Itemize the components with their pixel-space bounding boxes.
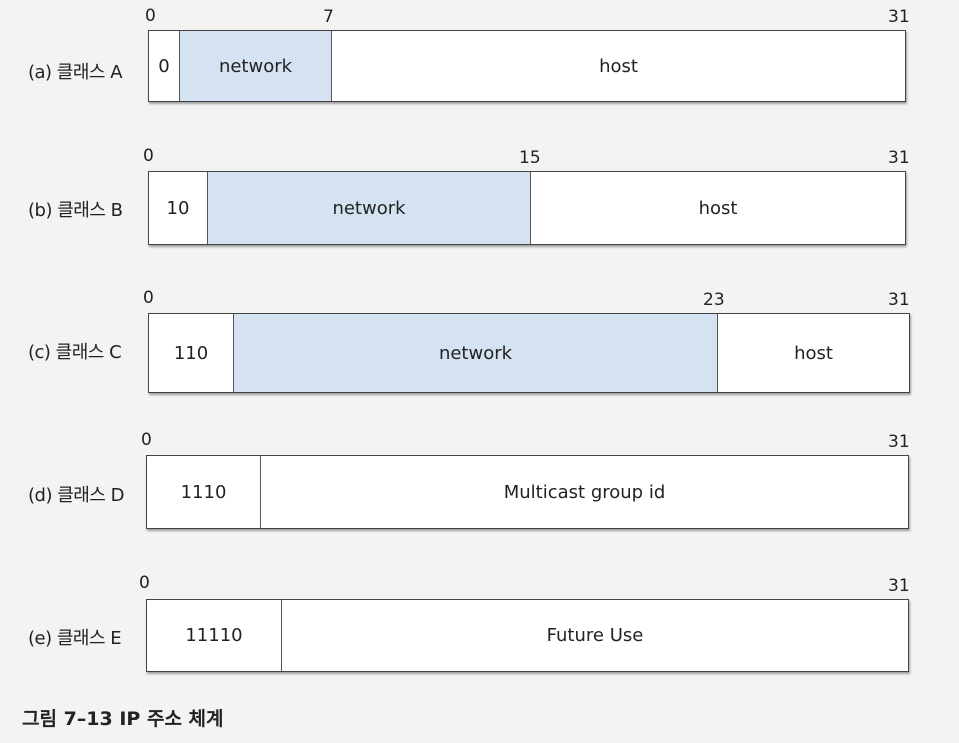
prefix-b: 10 (166, 197, 190, 219)
class-d-field: 1110 Multicast group id (146, 455, 909, 529)
bit-mid-a: 7 (323, 7, 334, 27)
prefix-d: 1110 (180, 481, 227, 503)
class-b-field: 10 network host (148, 171, 906, 245)
row-label-class-b: (b) 클래스 B (28, 200, 123, 221)
bit-end-e: 31 (888, 576, 910, 596)
bit-mid-b: 15 (519, 148, 541, 168)
host-c: host (717, 314, 909, 392)
row-label-class-a: (a) 클래스 A (28, 62, 123, 83)
row-label-class-d: (d) 클래스 D (28, 485, 124, 506)
bit-mid-c: 23 (703, 290, 725, 310)
host-a: host (331, 31, 905, 101)
class-a-field: 0 network host (148, 30, 906, 102)
host-b: host (530, 172, 905, 244)
prefix-e: 11110 (185, 625, 243, 646)
class-e-field: 11110 Future Use (146, 599, 909, 672)
future-use: Future Use (281, 600, 908, 671)
bit-start-a: 0 (145, 6, 156, 26)
prefix-a: 0 (158, 55, 170, 77)
network-a: network (179, 31, 331, 101)
bit-end-d: 31 (888, 432, 910, 452)
network-c: network (233, 314, 717, 392)
class-c-field: 110 network host (148, 313, 910, 393)
multicast-group-id: Multicast group id (260, 456, 908, 528)
row-label-class-c: (c) 클래스 C (28, 342, 122, 363)
bit-end-b: 31 (888, 148, 910, 168)
figure-caption: 그림 7–13 IP 주소 체계 (22, 708, 224, 730)
network-b: network (207, 172, 530, 244)
bit-start-b: 0 (143, 146, 154, 166)
bit-start-e: 0 (139, 573, 150, 593)
prefix-c: 110 (173, 342, 209, 364)
bit-end-c: 31 (888, 290, 910, 310)
bit-start-c: 0 (143, 288, 154, 308)
row-label-class-e: (e) 클래스 E (28, 628, 122, 649)
bit-end-a: 31 (888, 7, 910, 27)
bit-start-d: 0 (141, 430, 152, 450)
